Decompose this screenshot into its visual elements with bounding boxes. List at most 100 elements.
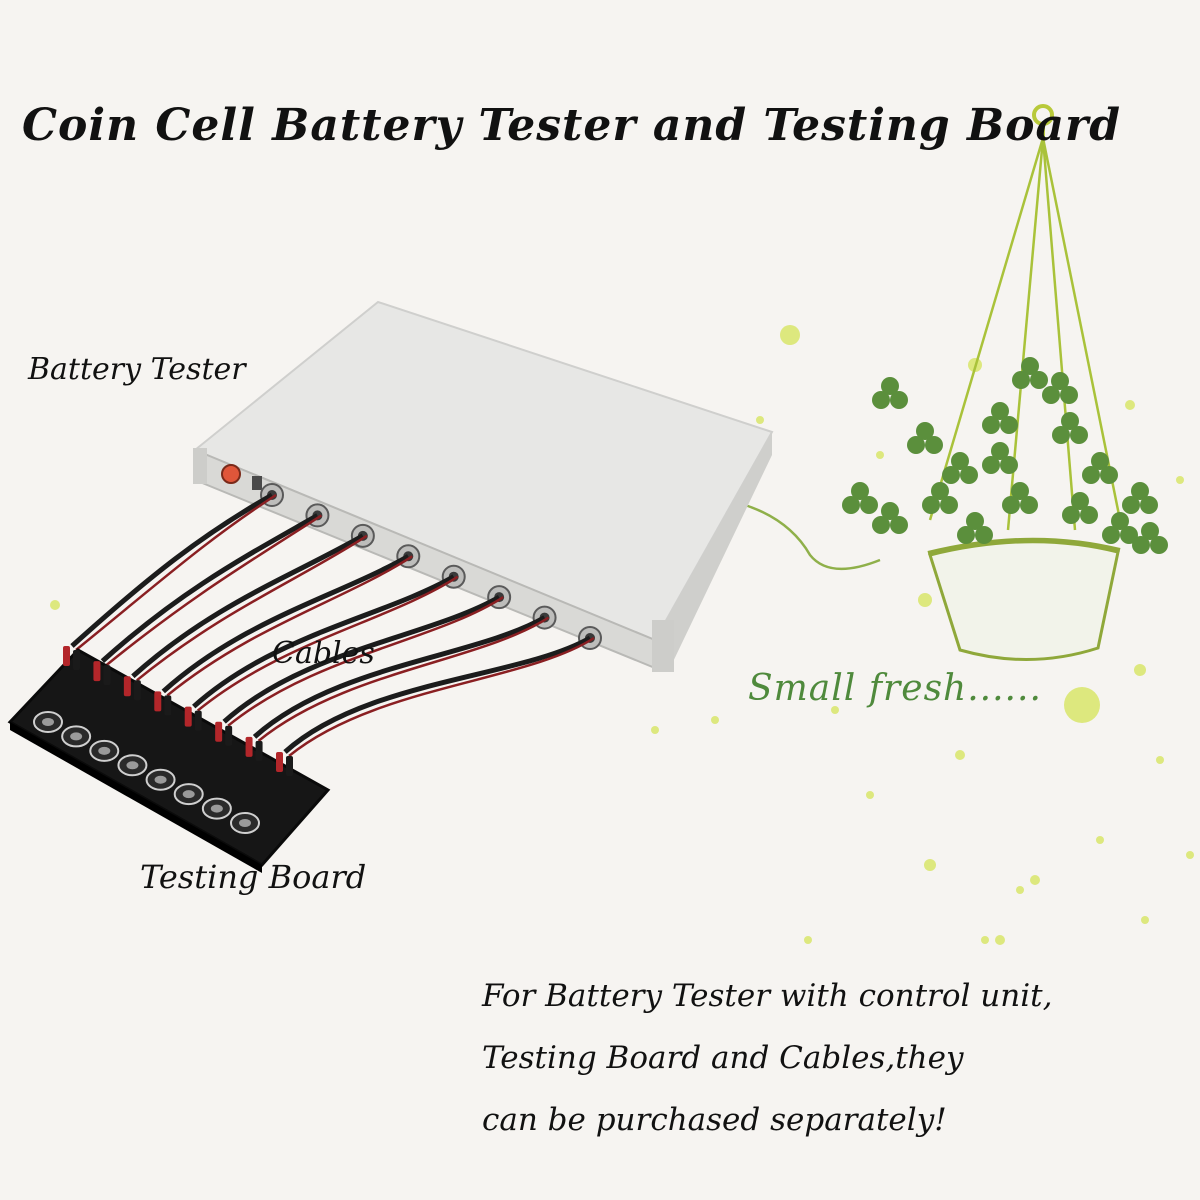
cable-red-lead	[75, 493, 277, 651]
black-plug	[255, 740, 263, 761]
clover-leaf	[1012, 357, 1048, 389]
battery-tester-label: Battery Tester	[28, 352, 246, 387]
leaflet	[1100, 466, 1118, 484]
leaflet	[1141, 522, 1159, 540]
black-plug	[164, 695, 172, 716]
red-plug	[123, 676, 131, 697]
purchase-note: For Battery Tester with control unit, Te…	[482, 974, 1052, 1160]
coin-cell-socket	[89, 739, 120, 762]
board-edge	[10, 722, 262, 873]
cable	[222, 594, 501, 724]
leaflet	[1132, 536, 1150, 554]
red-plug	[276, 752, 283, 772]
leaflet	[890, 516, 908, 534]
dot	[651, 726, 659, 734]
clover-leaf	[922, 482, 958, 514]
cable-red-lead	[288, 636, 595, 757]
clover-leaf	[907, 422, 943, 454]
dot	[918, 593, 932, 607]
coin-cell-socket	[145, 768, 176, 791]
dot	[866, 791, 874, 799]
coin-cell-socket	[33, 711, 63, 733]
dot	[1156, 756, 1164, 764]
red-plug	[245, 736, 253, 757]
black-plug	[286, 756, 293, 776]
leaflet	[1131, 482, 1149, 500]
leaflet	[890, 391, 908, 409]
cable	[161, 554, 410, 694]
leaflet	[872, 516, 890, 534]
leaflet	[951, 452, 969, 470]
coin-cell-socket	[173, 783, 204, 806]
leaflet	[1122, 496, 1140, 514]
coin-cell-socket	[117, 754, 148, 777]
leaflet	[966, 512, 984, 530]
leaflet	[1091, 452, 1109, 470]
dot	[756, 416, 764, 424]
hanger-hook	[1032, 104, 1054, 138]
leaflet	[1000, 456, 1018, 474]
leaflet	[1000, 416, 1018, 434]
socket-center	[210, 804, 223, 813]
banana-plug-pair	[63, 646, 80, 670]
clover-leaf	[1052, 412, 1088, 444]
coin-cell-socket	[201, 797, 232, 820]
tester-right-side	[655, 432, 772, 668]
socket-center	[182, 790, 195, 799]
dot	[711, 716, 719, 724]
clover-leaf	[872, 502, 908, 534]
dot	[1134, 664, 1146, 676]
dot	[981, 936, 989, 944]
socket-center	[70, 732, 83, 741]
leaflet	[1012, 371, 1030, 389]
cable-red-lead	[227, 596, 504, 727]
cable-red-lead	[166, 555, 413, 697]
leaflet	[1030, 371, 1048, 389]
leaflet	[1102, 526, 1120, 544]
clover-leaf	[957, 512, 993, 544]
black-plug	[225, 725, 233, 746]
dot	[876, 451, 884, 459]
leaflet	[860, 496, 878, 514]
clover-leaf	[1062, 492, 1098, 524]
clover-leaf	[842, 482, 878, 514]
cable	[192, 574, 455, 709]
dot	[831, 706, 839, 714]
socket-center	[98, 746, 111, 755]
leaflet	[982, 456, 1000, 474]
leaflet	[1071, 492, 1089, 510]
leaflet	[991, 442, 1009, 460]
socket-center	[154, 775, 167, 784]
dot	[995, 935, 1005, 945]
leaflet	[925, 436, 943, 454]
clover-leaf	[872, 377, 908, 409]
hanging-plant-illustration	[744, 104, 1168, 661]
dot	[780, 325, 800, 345]
cable	[70, 492, 274, 648]
banana-plug-pair	[215, 721, 233, 746]
dot	[955, 750, 965, 760]
leaflet	[907, 436, 925, 454]
leaflet	[1061, 412, 1079, 430]
banana-plug-pair	[154, 691, 172, 716]
cable	[100, 513, 319, 664]
leaflet	[931, 482, 949, 500]
dot	[1125, 400, 1135, 410]
clover-leaf	[1082, 452, 1118, 484]
dot	[924, 859, 936, 871]
dot	[1186, 851, 1194, 859]
coin-cell-socket	[61, 725, 92, 748]
banana-plug-pair	[93, 661, 111, 686]
rack-ear-right	[652, 620, 674, 672]
leaflet	[982, 416, 1000, 434]
cables-label: Cables	[272, 636, 375, 671]
red-plug	[184, 706, 192, 727]
board-sockets	[33, 711, 260, 834]
note-line: can be purchased separately!	[482, 1102, 947, 1138]
leaflet	[1020, 496, 1038, 514]
clover-leaf	[982, 442, 1018, 474]
leaflet	[1052, 426, 1070, 444]
dot	[50, 600, 60, 610]
cable-red-lead	[196, 575, 459, 712]
